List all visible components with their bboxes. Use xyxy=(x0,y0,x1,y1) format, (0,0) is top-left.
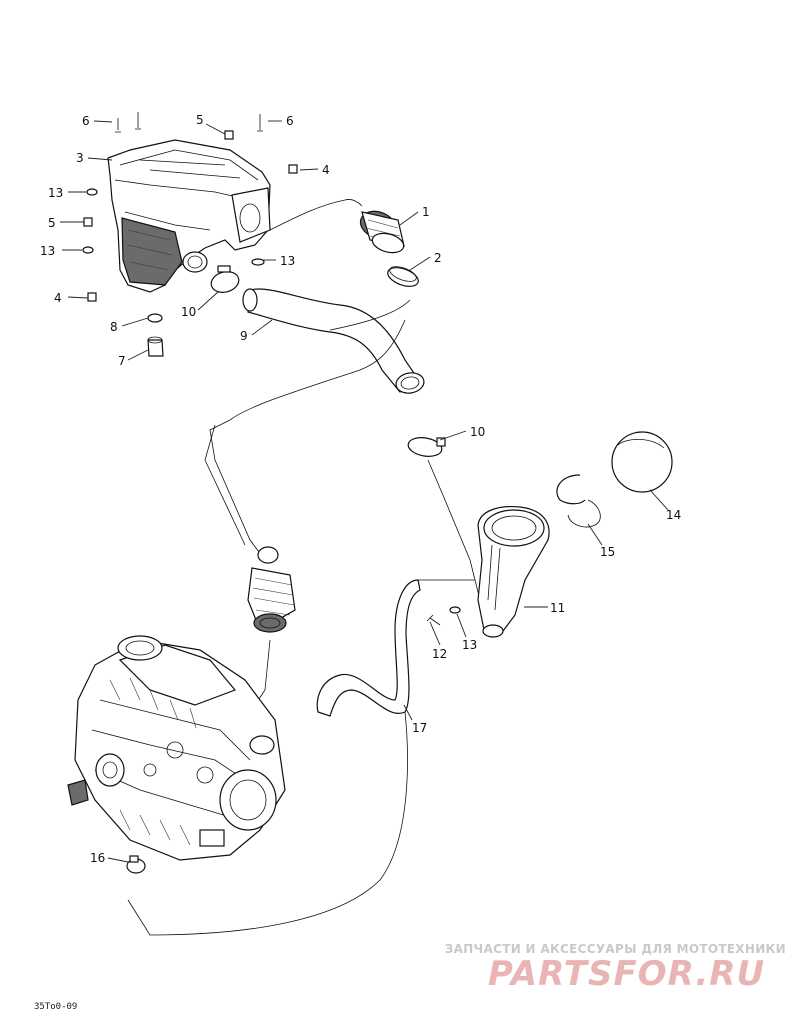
callout-6-left: 6 xyxy=(82,114,90,128)
callout-labels: 1 2 3 4 4 5 5 6 6 7 8 9 10 10 11 12 13 1… xyxy=(40,113,681,865)
callout-12: 12 xyxy=(432,647,447,661)
callout-15: 15 xyxy=(600,545,615,559)
callout-10-lower: 10 xyxy=(470,425,485,439)
retaining-ring-15 xyxy=(556,474,601,528)
intake-hose-9 xyxy=(242,288,425,394)
filler-neck-11 xyxy=(477,505,550,638)
callout-6-right: 6 xyxy=(286,114,294,128)
callout-4-bottom: 4 xyxy=(54,291,62,305)
callout-13-d: 13 xyxy=(462,638,477,652)
callout-8: 8 xyxy=(110,320,118,334)
callout-5-top: 5 xyxy=(196,113,204,127)
watermark-tagline: ЗАПЧАСТИ И АКСЕССУАРЫ ДЛЯ МОТОТЕХНИКИ xyxy=(444,942,786,956)
callout-16: 16 xyxy=(90,851,105,865)
rubber-adaptor xyxy=(359,210,405,254)
callout-9: 9 xyxy=(240,329,248,343)
callout-3: 3 xyxy=(76,151,84,165)
watermark-logo: PARTSFOR.RU xyxy=(488,954,765,994)
callout-11: 11 xyxy=(550,601,565,615)
drawing-code: 35To0-09 xyxy=(34,1002,78,1012)
watermark-logo-text: PARTSFOR.RU xyxy=(488,954,765,994)
air-silencer-box xyxy=(107,139,271,293)
leader-lines xyxy=(60,120,669,863)
callout-7: 7 xyxy=(118,354,126,368)
callout-13-c: 13 xyxy=(280,254,295,268)
clamp-2 xyxy=(387,266,419,287)
callout-14: 14 xyxy=(666,508,681,522)
carburetor-boot xyxy=(247,546,296,633)
callout-10-upper: 10 xyxy=(181,305,196,319)
callout-13-b: 13 xyxy=(40,244,55,258)
callout-2: 2 xyxy=(434,251,442,265)
clamp-10-lower xyxy=(407,437,446,457)
clamp-10-upper xyxy=(210,265,240,293)
callout-4-top: 4 xyxy=(322,163,330,177)
cap-14 xyxy=(611,431,673,493)
callout-13-a: 13 xyxy=(48,186,63,200)
engine-assembly xyxy=(67,635,286,861)
callout-17: 17 xyxy=(412,721,427,735)
callout-1: 1 xyxy=(422,205,430,219)
drain-hose-17 xyxy=(127,579,475,936)
screw-12-and-washer-13 xyxy=(426,606,461,626)
clamp-16 xyxy=(126,855,146,874)
callout-5-left: 5 xyxy=(48,216,56,230)
hardware-screws xyxy=(82,112,298,357)
